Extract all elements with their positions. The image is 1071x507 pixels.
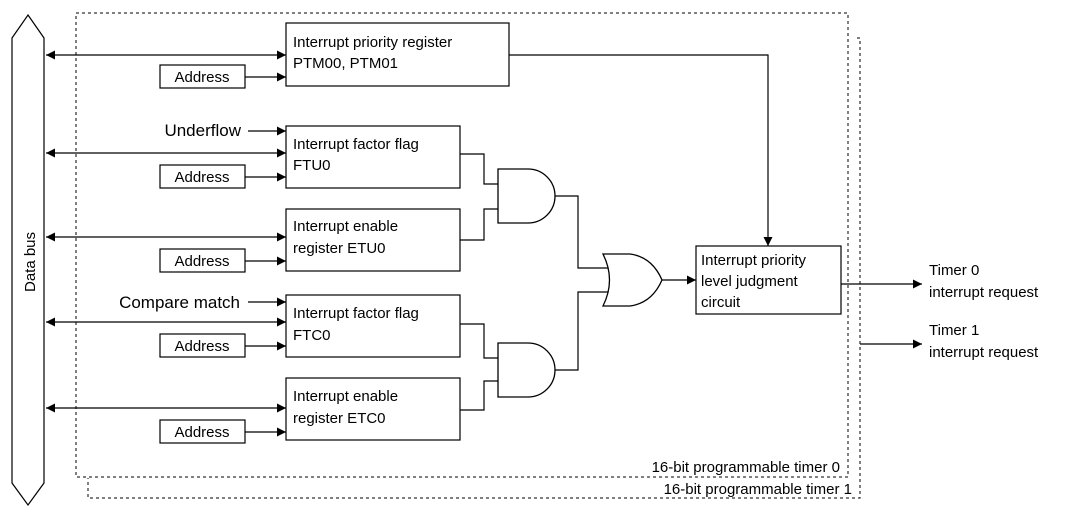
address-label-1: Address — [174, 69, 229, 86]
judgment-circuit-line2: level judgment — [701, 273, 799, 290]
timer1-request-line2: interrupt request — [929, 344, 1039, 361]
and-gate-2 — [497, 342, 556, 398]
enable-register-1-line1: Interrupt enable — [293, 388, 398, 405]
factor-flag-1-box — [285, 294, 461, 358]
judgment-circuit-line1: Interrupt priority — [701, 252, 807, 269]
enable-register-0-line1: Interrupt enable — [293, 218, 398, 235]
timer0-request-line2: interrupt request — [929, 284, 1039, 301]
enable-register-0-box — [285, 208, 461, 272]
priority-register-box — [285, 22, 510, 87]
priority-to-judgment-arrow — [509, 54, 773, 246]
and-gate-1 — [497, 168, 556, 224]
factor-flag-1-line1: Interrupt factor flag — [293, 305, 419, 322]
wire-etu0-to-and1 — [460, 208, 498, 241]
timer1-request-line1: Timer 1 — [929, 322, 979, 339]
address-label-2: Address — [174, 169, 229, 186]
wire-etc0-to-and2 — [460, 380, 498, 411]
factor-flag-1-line2: FTC0 — [293, 327, 331, 344]
compare-match-label: Compare match — [119, 293, 240, 312]
timer0-frame — [75, 12, 849, 478]
address-label-4: Address — [174, 338, 229, 355]
underflow-label: Underflow — [164, 121, 241, 140]
priority-register-line1: Interrupt priority register — [293, 34, 452, 51]
timer1-frame-label: 16-bit programmable timer 1 — [664, 481, 852, 498]
factor-flag-0-line1: Interrupt factor flag — [293, 136, 419, 153]
wire-ftc0-to-and2 — [460, 323, 498, 359]
judgment-circuit-box — [695, 245, 842, 315]
wire-and1-to-or — [555, 195, 611, 269]
enable-register-1-box — [285, 377, 461, 441]
wire-ftu0-to-and1 — [460, 153, 498, 185]
or-gate — [601, 253, 663, 307]
enable-register-0-line2: register ETU0 — [293, 240, 386, 257]
factor-flag-0-box — [285, 125, 461, 189]
address-label-5: Address — [174, 424, 229, 441]
timer1-frame — [87, 37, 861, 499]
wire-and2-to-or — [555, 291, 611, 371]
address-label-3: Address — [174, 253, 229, 270]
data-bus-label: Data bus — [22, 232, 39, 292]
timer0-frame-label: 16-bit programmable timer 0 — [652, 459, 840, 476]
data-bus — [11, 13, 45, 507]
priority-register-line2: PTM00, PTM01 — [293, 55, 398, 72]
factor-flag-0-line2: FTU0 — [293, 157, 331, 174]
enable-register-1-line2: register ETC0 — [293, 410, 386, 427]
judgment-circuit-line3: circuit — [701, 294, 741, 311]
timer0-request-line1: Timer 0 — [929, 262, 979, 279]
